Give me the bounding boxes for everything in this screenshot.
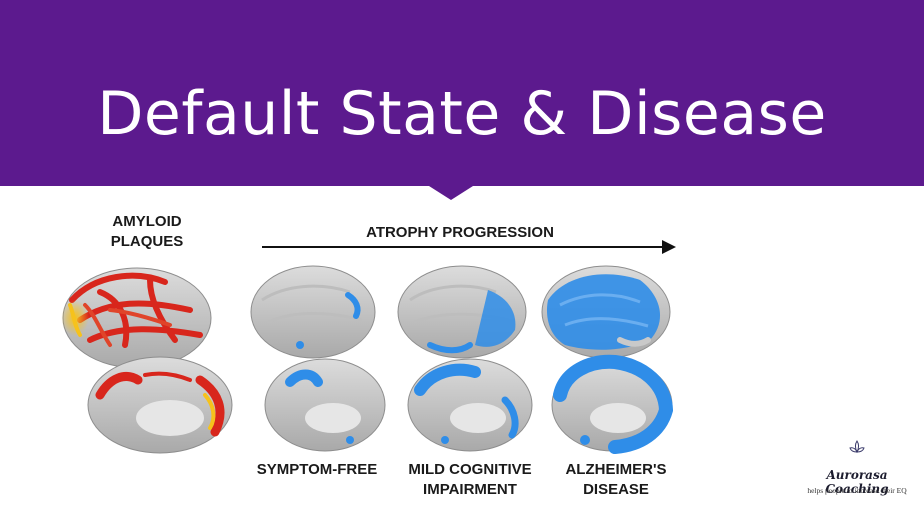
brain-mci-lateral	[397, 265, 527, 359]
stage-3-line-2: DISEASE	[583, 481, 649, 498]
title-banner	[0, 0, 924, 186]
stage-symptom-free-label: SYMPTOM-FREE	[252, 460, 382, 480]
amyloid-label-line-1: AMYLOID	[112, 213, 182, 230]
banner-notch	[429, 186, 473, 200]
aurorasa-logo: Aurorasa Coaching helps people to increa…	[794, 438, 920, 508]
brain-symptom-free-medial	[264, 358, 386, 452]
stage-alzheimers-label: ALZHEIMER'S DISEASE	[556, 460, 676, 500]
lotus-icon	[849, 440, 865, 454]
amyloid-brain-medial	[87, 356, 233, 454]
logo-name: Aurorasa Coaching	[825, 468, 889, 496]
stage-1-line-1: SYMPTOM-FREE	[256, 461, 378, 478]
logo-tagline: helps people to increase their EQ	[807, 486, 907, 495]
brain-mci-medial	[407, 358, 533, 452]
page-title: Default State & Disease	[97, 79, 827, 149]
brain-alzheimers-medial	[551, 354, 674, 454]
progression-arrow	[262, 240, 676, 254]
stage-2-line-1: MILD COGNITIVE	[408, 461, 532, 478]
amyloid-brain-lateral	[61, 267, 212, 369]
amyloid-label-line-2: PLAQUES	[110, 233, 184, 250]
stage-mci-label: MILD COGNITIVE IMPAIRMENT	[400, 460, 540, 500]
stage-2-line-2: IMPAIRMENT	[423, 481, 517, 498]
brain-alzheimers-lateral	[541, 265, 671, 359]
atrophy-progression-label: ATROPHY PROGRESSION	[366, 224, 554, 241]
amyloid-plaques-label: AMYLOID PLAQUES	[94, 212, 200, 252]
stage-3-line-1: ALZHEIMER'S	[565, 461, 667, 478]
brain-symptom-free-lateral	[250, 265, 376, 359]
